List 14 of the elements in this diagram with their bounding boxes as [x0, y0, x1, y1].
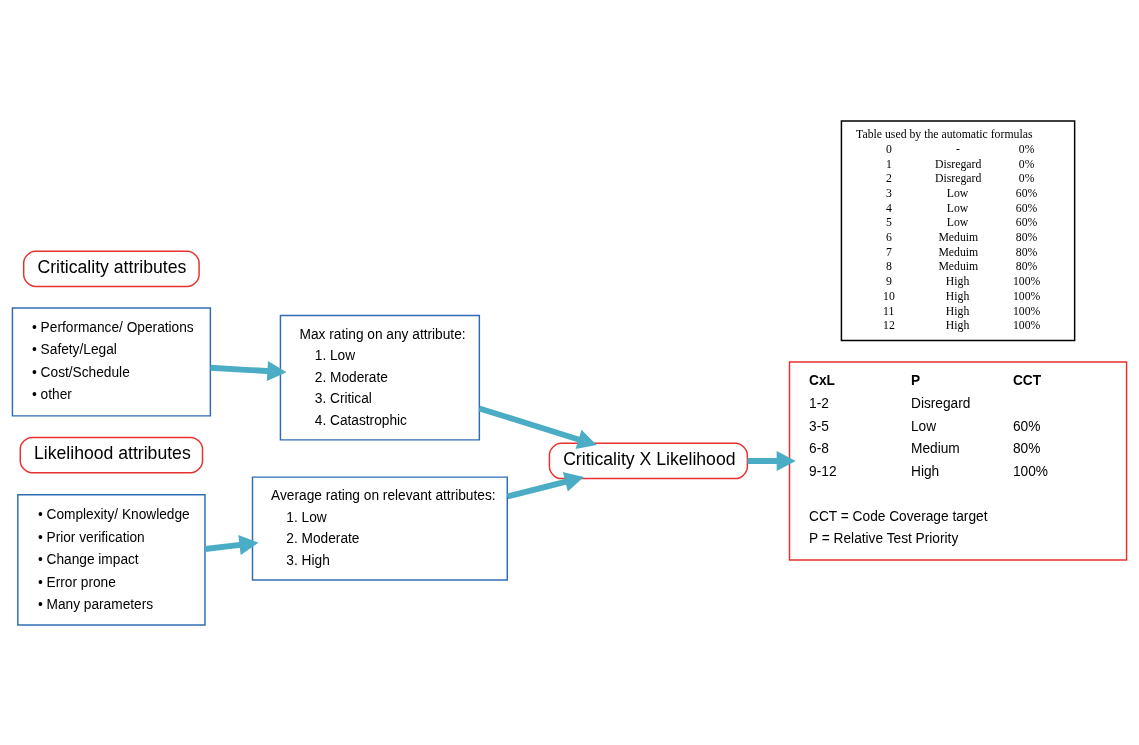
node-box: Average rating on relevant attributes: 1. Low 2. Moderate 3. High: [251, 475, 508, 581]
arrow: [210, 360, 287, 381]
arrow: [747, 450, 796, 471]
node-box: • Performance/ Operations • Safety/Legal • Cost/Schedule • other: [11, 306, 212, 417]
node-box: Max rating on any attribute: 1. Low 2. Moderate 3. Critical 4. Catastrophic: [279, 314, 481, 441]
node-box: Criticality attributes: [22, 250, 200, 287]
arrow: [204, 534, 259, 555]
node-box: • Complexity/ Knowledge • Prior verification • Change impact • Error prone • Many parameters: [17, 493, 206, 626]
arrow: [478, 405, 597, 449]
node-box: CxL P CCT 1-2 Disregard 3-5 Low 60% 6-8 Medium 80% 9-12 High 100% CCT = Code Coverage target P = Relative Test Priority: [788, 360, 1128, 561]
node-box: Likelihood attributes: [19, 436, 204, 473]
node-box: Table used by the automatic formulas 0 - 0% 1 Disregard 0% 2 Disregard 0% 3 Low 60% 4 Low 60% 5 Low 60% 6 Meduim 80% 7 Meduim 80% 8 Meduim 80% 9 High 100% 10 High 100% 11 High 100% 12 High 100%: [840, 119, 1076, 341]
arrow: [506, 471, 584, 499]
node-box: Criticality X Likelihood: [548, 442, 749, 479]
